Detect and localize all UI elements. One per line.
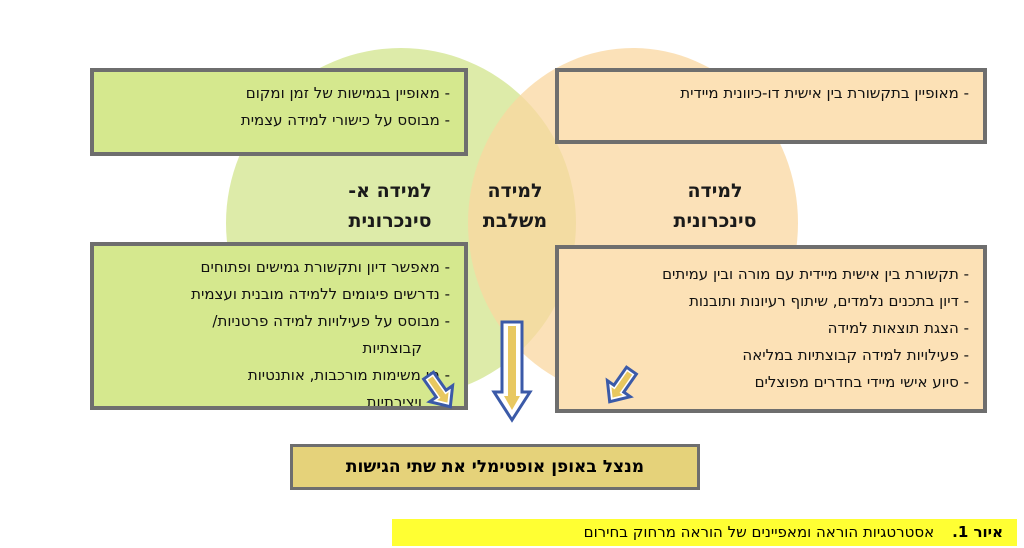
list-item: - מאופיין בגמישות של זמן ומקום	[245, 84, 450, 102]
async-features-box: - מאופיין בגמישות של זמן ומקום - מבוסס ע…	[90, 68, 468, 156]
diagonal-arrow-right-icon	[605, 365, 639, 404]
heading-line: למידה	[487, 180, 543, 202]
heading-line: למידה א-	[348, 180, 432, 202]
heading-line: משלבת	[482, 210, 548, 232]
optimal-combination-box: מנצל באופן אופטימלי את שתי הגישות	[290, 444, 700, 490]
list-item: - פעילויות למידה קבוצתיות במליאה	[742, 346, 969, 364]
sync-activities-box: - תקשורת בין אישית מיידית עם מורה ובין ע…	[555, 245, 987, 413]
list-item: - מן משימות מורכבות, אותנטיות	[247, 366, 450, 384]
list-item: - דיון בתכנים נלמדים, שיתוף רעיונות ותוב…	[689, 292, 969, 310]
caption-text: אסטרטגיות הוראה ומאפיינים של הוראה מרחוק…	[583, 523, 935, 541]
list-item: - מבוסס על כישורי למידה עצמית	[240, 111, 450, 129]
async-activities-box: - מאפשר דיון ותקשורת גמישים ופתוחים - נד…	[90, 242, 468, 410]
down-arrow-icon	[491, 320, 533, 423]
sync-learning-heading: למידה סינכרונית	[655, 176, 775, 236]
figure-caption: איור 1. אסטרטגיות הוראה ומאפיינים של הורא…	[392, 519, 1017, 546]
list-item: קבוצתיות	[362, 339, 422, 357]
sync-features-box: - מאופיין בתקשורת בין אישית דו-כיוונית מ…	[555, 68, 987, 144]
list-item: - נדרשים פיגומים ללמידה מובנית ועצמית	[191, 285, 450, 303]
caption-label: איור 1.	[952, 523, 1003, 541]
diagonal-arrow-left-icon	[421, 370, 455, 409]
list-item: - תקשורת בין אישית מיידית עם מורה ובין ע…	[662, 265, 969, 283]
list-item: ויצירתיות	[366, 393, 422, 410]
list-item: - הצגת תוצאות למידה	[827, 319, 969, 337]
list-item: - סיוע אישי מיידי בחדרים מפוצלים	[754, 373, 969, 391]
heading-line: סינכרונית	[348, 210, 432, 232]
list-item: - מאפשר דיון ותקשורת גמישים ופתוחים	[200, 258, 450, 276]
list-item: - מבוסס על פעילויות למידה פרטניות/	[212, 312, 450, 330]
heading-line: סינכרונית	[673, 210, 757, 232]
async-learning-heading: למידה א- סינכרונית	[330, 176, 450, 236]
list-item: - מאופיין בתקשורת בין אישית דו-כיוונית מ…	[680, 84, 969, 102]
heading-line: למידה	[687, 180, 743, 202]
blended-learning-heading: למידה משלבת	[470, 176, 560, 236]
